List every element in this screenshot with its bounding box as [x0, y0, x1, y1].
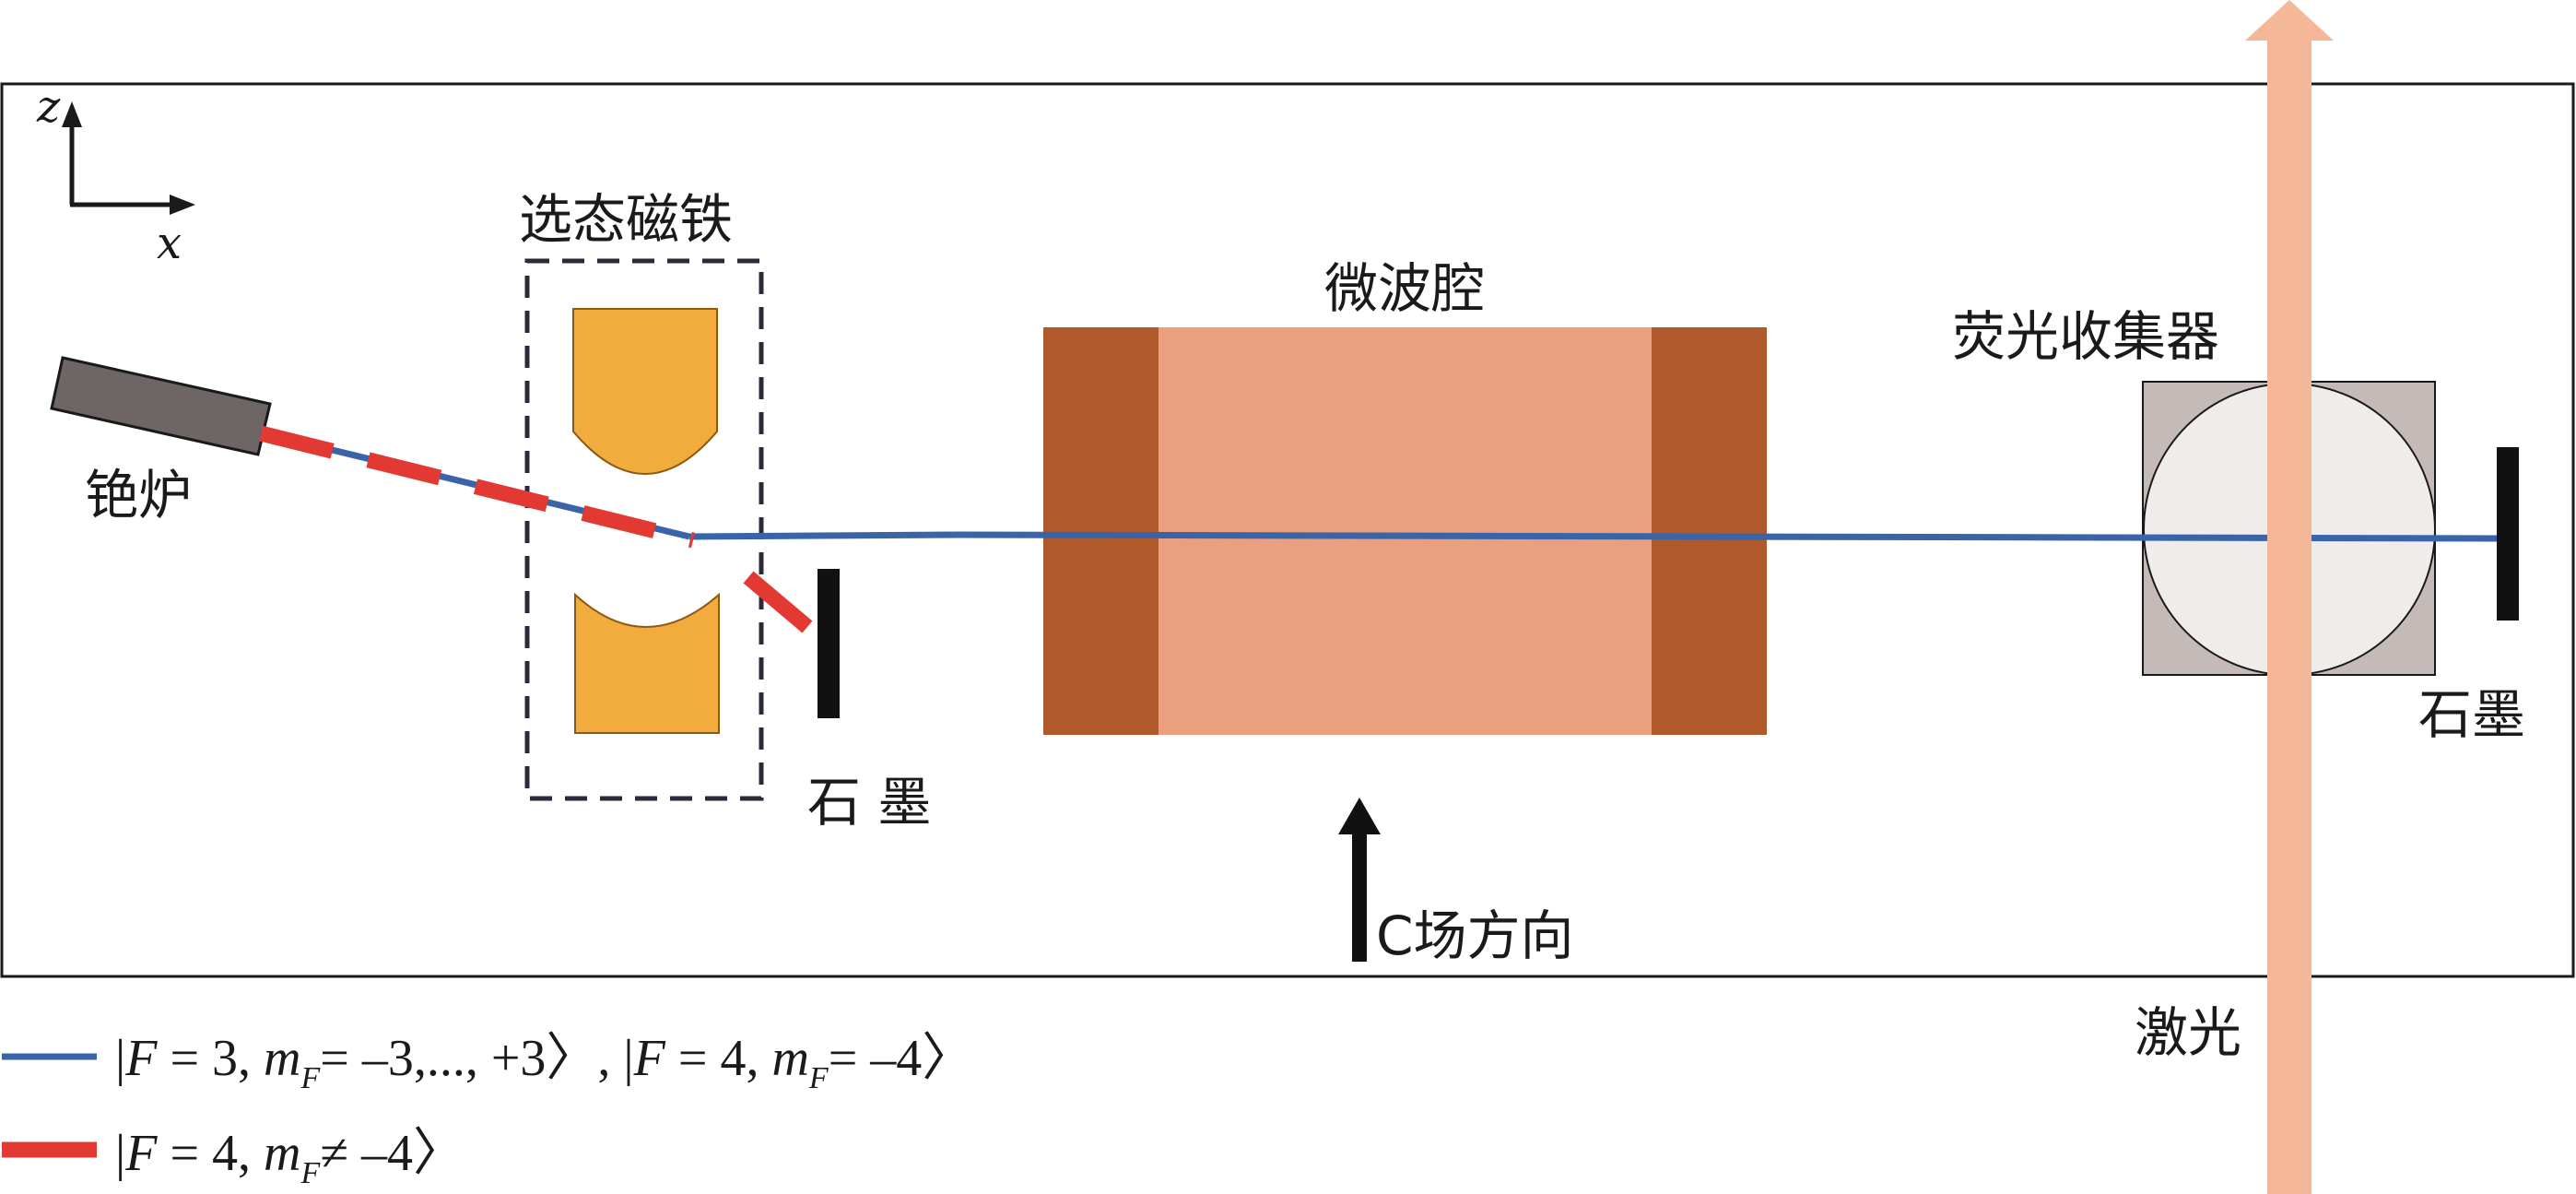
graphite-label-1: 石 墨 [807, 771, 931, 833]
c-field-arrowhead [1338, 798, 1381, 834]
z-axis-label: z [36, 81, 61, 133]
state-magnet-label: 选态磁铁 [519, 188, 733, 251]
red-beam-deflected [743, 571, 813, 633]
graphite-block-1 [817, 569, 840, 718]
legend-text-part: F [300, 1156, 321, 1190]
legend-text-part: m [264, 1030, 300, 1087]
atomic-beams [258, 425, 2503, 633]
microwave-cavity: 微波腔 [1043, 257, 1767, 735]
magnet-dashed-box [524, 258, 764, 801]
legend-entry-red: |F = 4, mF≠ –4〉 [115, 1125, 465, 1190]
legend-text-part: = –4〉 [829, 1030, 974, 1087]
laser-shaft [2267, 37, 2311, 1194]
legend-text-part: F [124, 1125, 158, 1182]
laser-beam: 激光 [2135, 0, 2334, 1194]
c-field-direction: C场方向 [1338, 798, 1574, 967]
legend-text-part: | [115, 1030, 125, 1087]
collector-label: 荧光收集器 [1952, 305, 2219, 368]
oven-body [50, 356, 272, 456]
coordinate-axes: z x [36, 81, 195, 269]
legend-text-part: = 3, [157, 1030, 264, 1087]
legend-text-part: ≠ –4〉 [320, 1125, 465, 1182]
legend-text-part: = –3,..., +3〉, | [320, 1030, 633, 1087]
legend-entry-blue: |F = 3, mF= –3,..., +3〉, |F = 4, mF= –4〉 [115, 1030, 973, 1095]
legend-text-part: m [771, 1030, 808, 1087]
legend-text-part: = 4, [665, 1030, 772, 1087]
legend-text-part: | [115, 1125, 125, 1182]
legend-text-part: F [633, 1030, 666, 1087]
legend-text-part: m [264, 1125, 300, 1182]
legend-text-part: F [808, 1061, 829, 1095]
legend-text-part: = 4, [157, 1125, 264, 1182]
oven-label: 铯炉 [85, 464, 192, 526]
apparatus-frame [0, 82, 2575, 978]
graphite-label-2: 石墨 [2418, 683, 2525, 746]
graphite-block-2 [2497, 447, 2519, 621]
cavity-body [1159, 327, 1652, 735]
x-axis-label: x [157, 218, 182, 269]
cavity-label: 微波腔 [1324, 257, 1485, 320]
laser-label: 激光 [2135, 1001, 2241, 1064]
legend: |F = 3, mF= –3,..., +3〉, |F = 4, mF= –4〉… [2, 1030, 973, 1190]
blue-beam-main [688, 531, 2503, 542]
red-beam-incoming [258, 425, 696, 549]
lower-pole-piece [574, 592, 720, 734]
fluorescence-collector: 荧光收集器 [1952, 305, 2436, 676]
legend-text-part: F [300, 1061, 321, 1095]
upper-pole-piece [572, 308, 718, 475]
c-field-label: C场方向 [1376, 904, 1574, 967]
cavity-right-end [1652, 327, 1767, 735]
legend-text-part: F [124, 1030, 158, 1087]
cavity-left-end [1043, 327, 1159, 735]
state-selection-magnet: 选态磁铁 [519, 188, 764, 801]
cesium-oven: 铯炉 [50, 356, 272, 526]
laser-arrowhead [2245, 0, 2334, 41]
